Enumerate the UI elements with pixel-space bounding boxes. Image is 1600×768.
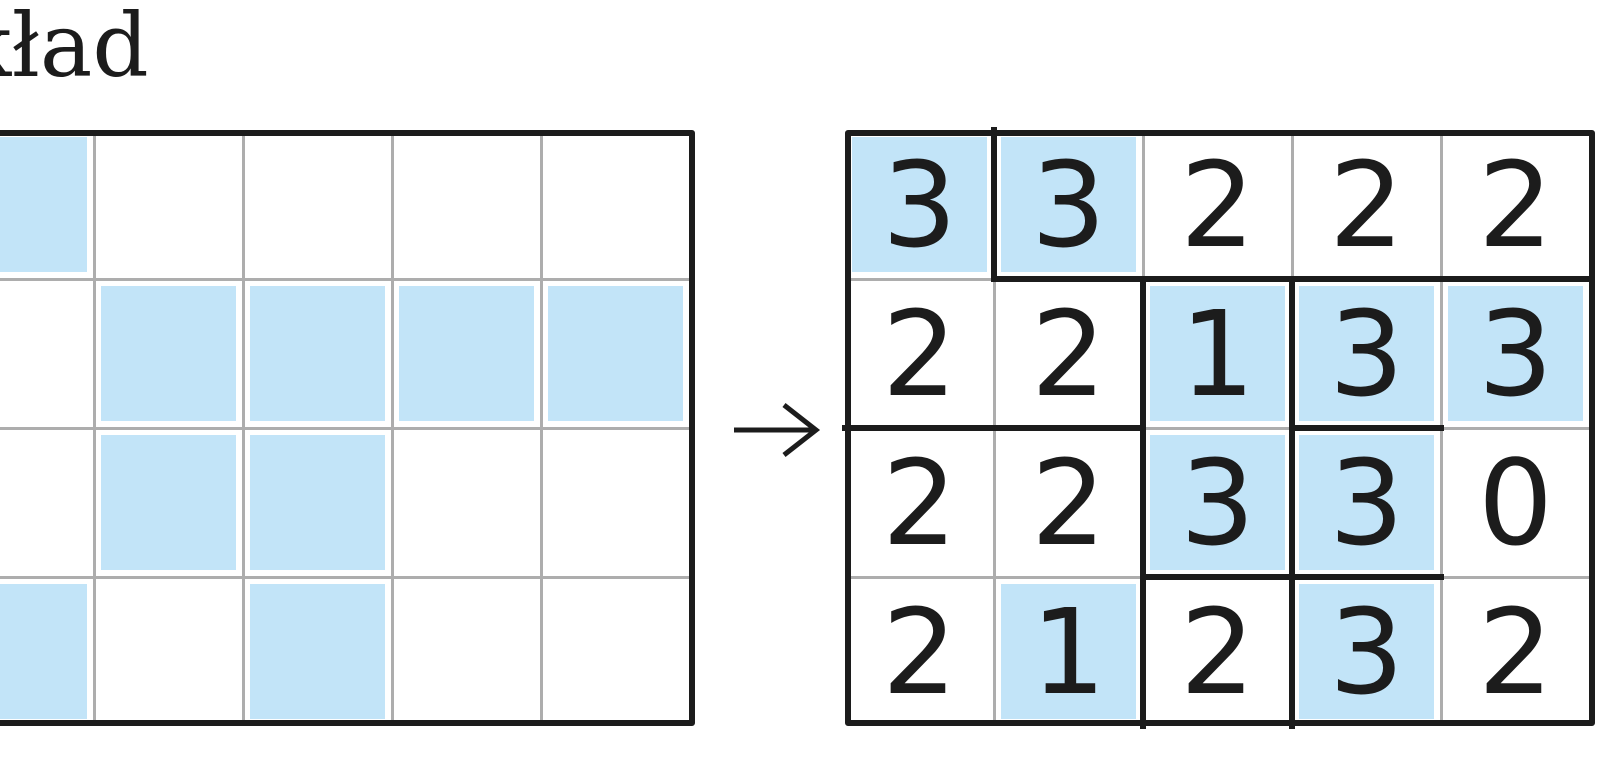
shaded-fill bbox=[399, 286, 534, 421]
cell-number: 2 bbox=[1477, 582, 1554, 721]
cell-number: 1 bbox=[1030, 582, 1107, 721]
cell-number: 2 bbox=[881, 284, 958, 423]
cell-number: 2 bbox=[1030, 284, 1107, 423]
cell-number: 2 bbox=[1179, 582, 1256, 721]
left-cell-r2-c5[interactable] bbox=[541, 279, 690, 428]
puzzle-grid-left bbox=[0, 130, 695, 726]
cell-number: 3 bbox=[1477, 284, 1554, 423]
shaded-fill bbox=[1150, 435, 1285, 570]
region-border-horizontal bbox=[842, 425, 1146, 431]
shaded-fill bbox=[101, 435, 236, 570]
region-border-vertical bbox=[1140, 425, 1146, 580]
grid-line-horizontal bbox=[0, 278, 695, 281]
cell-number: 2 bbox=[881, 433, 958, 572]
shaded-fill bbox=[548, 286, 683, 421]
shaded-fill bbox=[1299, 584, 1434, 719]
left-cell-r3-c3[interactable] bbox=[243, 428, 392, 577]
shaded-fill bbox=[1448, 286, 1583, 421]
cell-number: 2 bbox=[1328, 135, 1405, 274]
right-arrow-icon bbox=[734, 403, 821, 457]
shaded-fill bbox=[0, 137, 87, 272]
left-cell-r4-c3[interactable] bbox=[243, 577, 392, 726]
right-cell-r2-c3[interactable]: 1 bbox=[1143, 279, 1292, 428]
right-cell-r3-c1[interactable]: 2 bbox=[845, 428, 994, 577]
right-cell-r1-c1[interactable]: 3 bbox=[845, 130, 994, 279]
cell-number: 3 bbox=[1328, 284, 1405, 423]
cell-number: 3 bbox=[1328, 582, 1405, 721]
cell-number: 0 bbox=[1477, 433, 1554, 572]
arrow-head bbox=[782, 403, 821, 457]
right-board-border bbox=[845, 130, 1595, 726]
left-board-border bbox=[0, 130, 695, 726]
cell-number: 2 bbox=[1179, 135, 1256, 274]
page-title: kład bbox=[0, 0, 149, 97]
cell-number: 2 bbox=[1030, 433, 1107, 572]
right-cell-r3-c2[interactable]: 2 bbox=[994, 428, 1143, 577]
shaded-fill bbox=[250, 584, 385, 719]
left-cell-r2-c2[interactable] bbox=[94, 279, 243, 428]
right-cell-r4-c5[interactable]: 2 bbox=[1441, 577, 1590, 726]
right-cell-r3-c3[interactable]: 3 bbox=[1143, 428, 1292, 577]
right-cell-r4-c3[interactable]: 2 bbox=[1143, 577, 1292, 726]
left-cell-r2-c3[interactable] bbox=[243, 279, 392, 428]
grid-line-horizontal bbox=[845, 427, 1595, 430]
left-cell-r2-c4[interactable] bbox=[392, 279, 541, 428]
right-cell-r4-c1[interactable]: 2 bbox=[845, 577, 994, 726]
region-border-vertical bbox=[1289, 425, 1295, 580]
shaded-fill bbox=[250, 435, 385, 570]
right-cell-r3-c4[interactable]: 3 bbox=[1292, 428, 1441, 577]
region-border-vertical bbox=[1140, 276, 1146, 431]
shaded-fill bbox=[1001, 584, 1136, 719]
right-cell-r1-c3[interactable]: 2 bbox=[1143, 130, 1292, 279]
grid-line-horizontal bbox=[0, 576, 695, 579]
shaded-fill bbox=[1001, 137, 1136, 272]
right-cell-r3-c5[interactable]: 0 bbox=[1441, 428, 1590, 577]
shaded-fill bbox=[852, 137, 987, 272]
cell-number: 1 bbox=[1179, 284, 1256, 423]
right-cell-r2-c4[interactable]: 3 bbox=[1292, 279, 1441, 428]
right-cell-r1-c4[interactable]: 2 bbox=[1292, 130, 1441, 279]
right-cell-r2-c1[interactable]: 2 bbox=[845, 279, 994, 428]
shaded-fill bbox=[250, 286, 385, 421]
cell-number: 3 bbox=[1328, 433, 1405, 572]
left-cell-r1-c1[interactable] bbox=[0, 130, 94, 279]
shaded-fill bbox=[0, 584, 87, 719]
cell-number: 3 bbox=[881, 135, 958, 274]
region-border-vertical bbox=[1140, 574, 1146, 729]
shaded-fill bbox=[1150, 286, 1285, 421]
cell-number: 3 bbox=[1030, 135, 1107, 274]
right-cell-r4-c4[interactable]: 3 bbox=[1292, 577, 1441, 726]
right-cell-r1-c2[interactable]: 3 bbox=[994, 130, 1143, 279]
left-cell-r3-c2[interactable] bbox=[94, 428, 243, 577]
cell-number: 3 bbox=[1179, 433, 1256, 572]
cell-number: 2 bbox=[1477, 135, 1554, 274]
region-border-horizontal bbox=[1289, 425, 1444, 431]
region-border-vertical bbox=[1289, 276, 1295, 431]
right-cell-r1-c5[interactable]: 2 bbox=[1441, 130, 1590, 279]
shaded-fill bbox=[101, 286, 236, 421]
right-cell-r2-c2[interactable]: 2 bbox=[994, 279, 1143, 428]
shaded-fill bbox=[1299, 286, 1434, 421]
right-cell-r2-c5[interactable]: 3 bbox=[1441, 279, 1590, 428]
right-cell-r4-c2[interactable]: 1 bbox=[994, 577, 1143, 726]
left-cell-r4-c1[interactable] bbox=[0, 577, 94, 726]
cell-number: 2 bbox=[881, 582, 958, 721]
shaded-fill bbox=[1299, 435, 1434, 570]
grid-line-horizontal bbox=[0, 427, 695, 430]
region-border-vertical bbox=[1289, 574, 1295, 729]
region-border-vertical bbox=[991, 127, 997, 282]
